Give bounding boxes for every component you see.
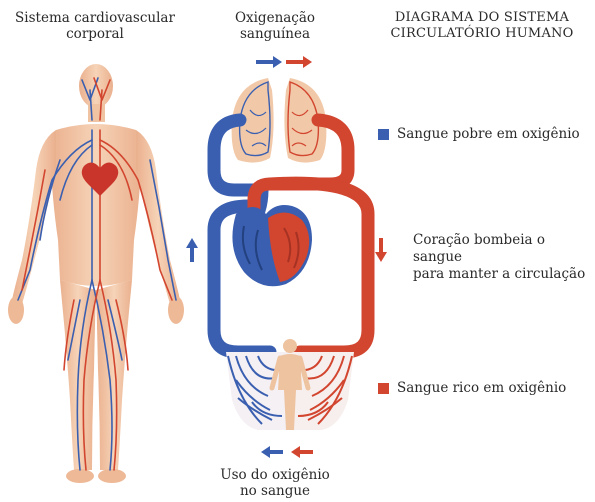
legend-oxygen-rich: Sangue rico em oxigênio (378, 380, 566, 396)
heart (232, 205, 312, 286)
right-flow-arrow (375, 238, 387, 262)
body-system-title-line2: corporal (0, 26, 190, 42)
heart-pump-note-line1: Coração bombeia o sangue (413, 232, 595, 266)
diagram-title: DIAGRAMA DO SISTEMA CIRCULATÓRIO HUMANO (372, 10, 592, 41)
bottom-flow-arrows (261, 446, 313, 458)
oxygen-usage-caption-line1: Uso do oxigênio (215, 467, 335, 483)
diagram-title-line1: DIAGRAMA DO SISTEMA (372, 10, 592, 26)
body-system-title: Sistema cardiovascular corporal (0, 10, 190, 42)
blue-swatch-icon (378, 129, 389, 140)
left-flow-arrow (186, 238, 198, 262)
oxygen-usage-caption-line2: no sangue (215, 483, 335, 499)
legend-oxygen-rich-label: Sangue rico em oxigênio (397, 380, 566, 396)
diagram-title-line2: CIRCULATÓRIO HUMANO (372, 26, 592, 42)
heart-pump-note: Coração bombeia o sangue para manter a c… (413, 232, 595, 283)
body-system-title-line1: Sistema cardiovascular (0, 10, 190, 26)
oxygen-usage-caption: Uso do oxigênio no sangue (215, 467, 335, 499)
heart-pump-note-line2: para manter a circulação (413, 266, 595, 283)
top-flow-arrows (256, 56, 312, 68)
oxygenation-title-line2: sanguínea (215, 26, 335, 42)
oxygenation-title-line1: Oxigenação (215, 10, 335, 26)
legend-oxygen-poor-label: Sangue pobre em oxigênio (397, 126, 580, 142)
oxygenation-title: Oxigenação sanguínea (215, 10, 335, 42)
human-body-figure (8, 64, 184, 483)
red-swatch-icon (378, 383, 389, 394)
legend-oxygen-poor: Sangue pobre em oxigênio (378, 126, 580, 142)
